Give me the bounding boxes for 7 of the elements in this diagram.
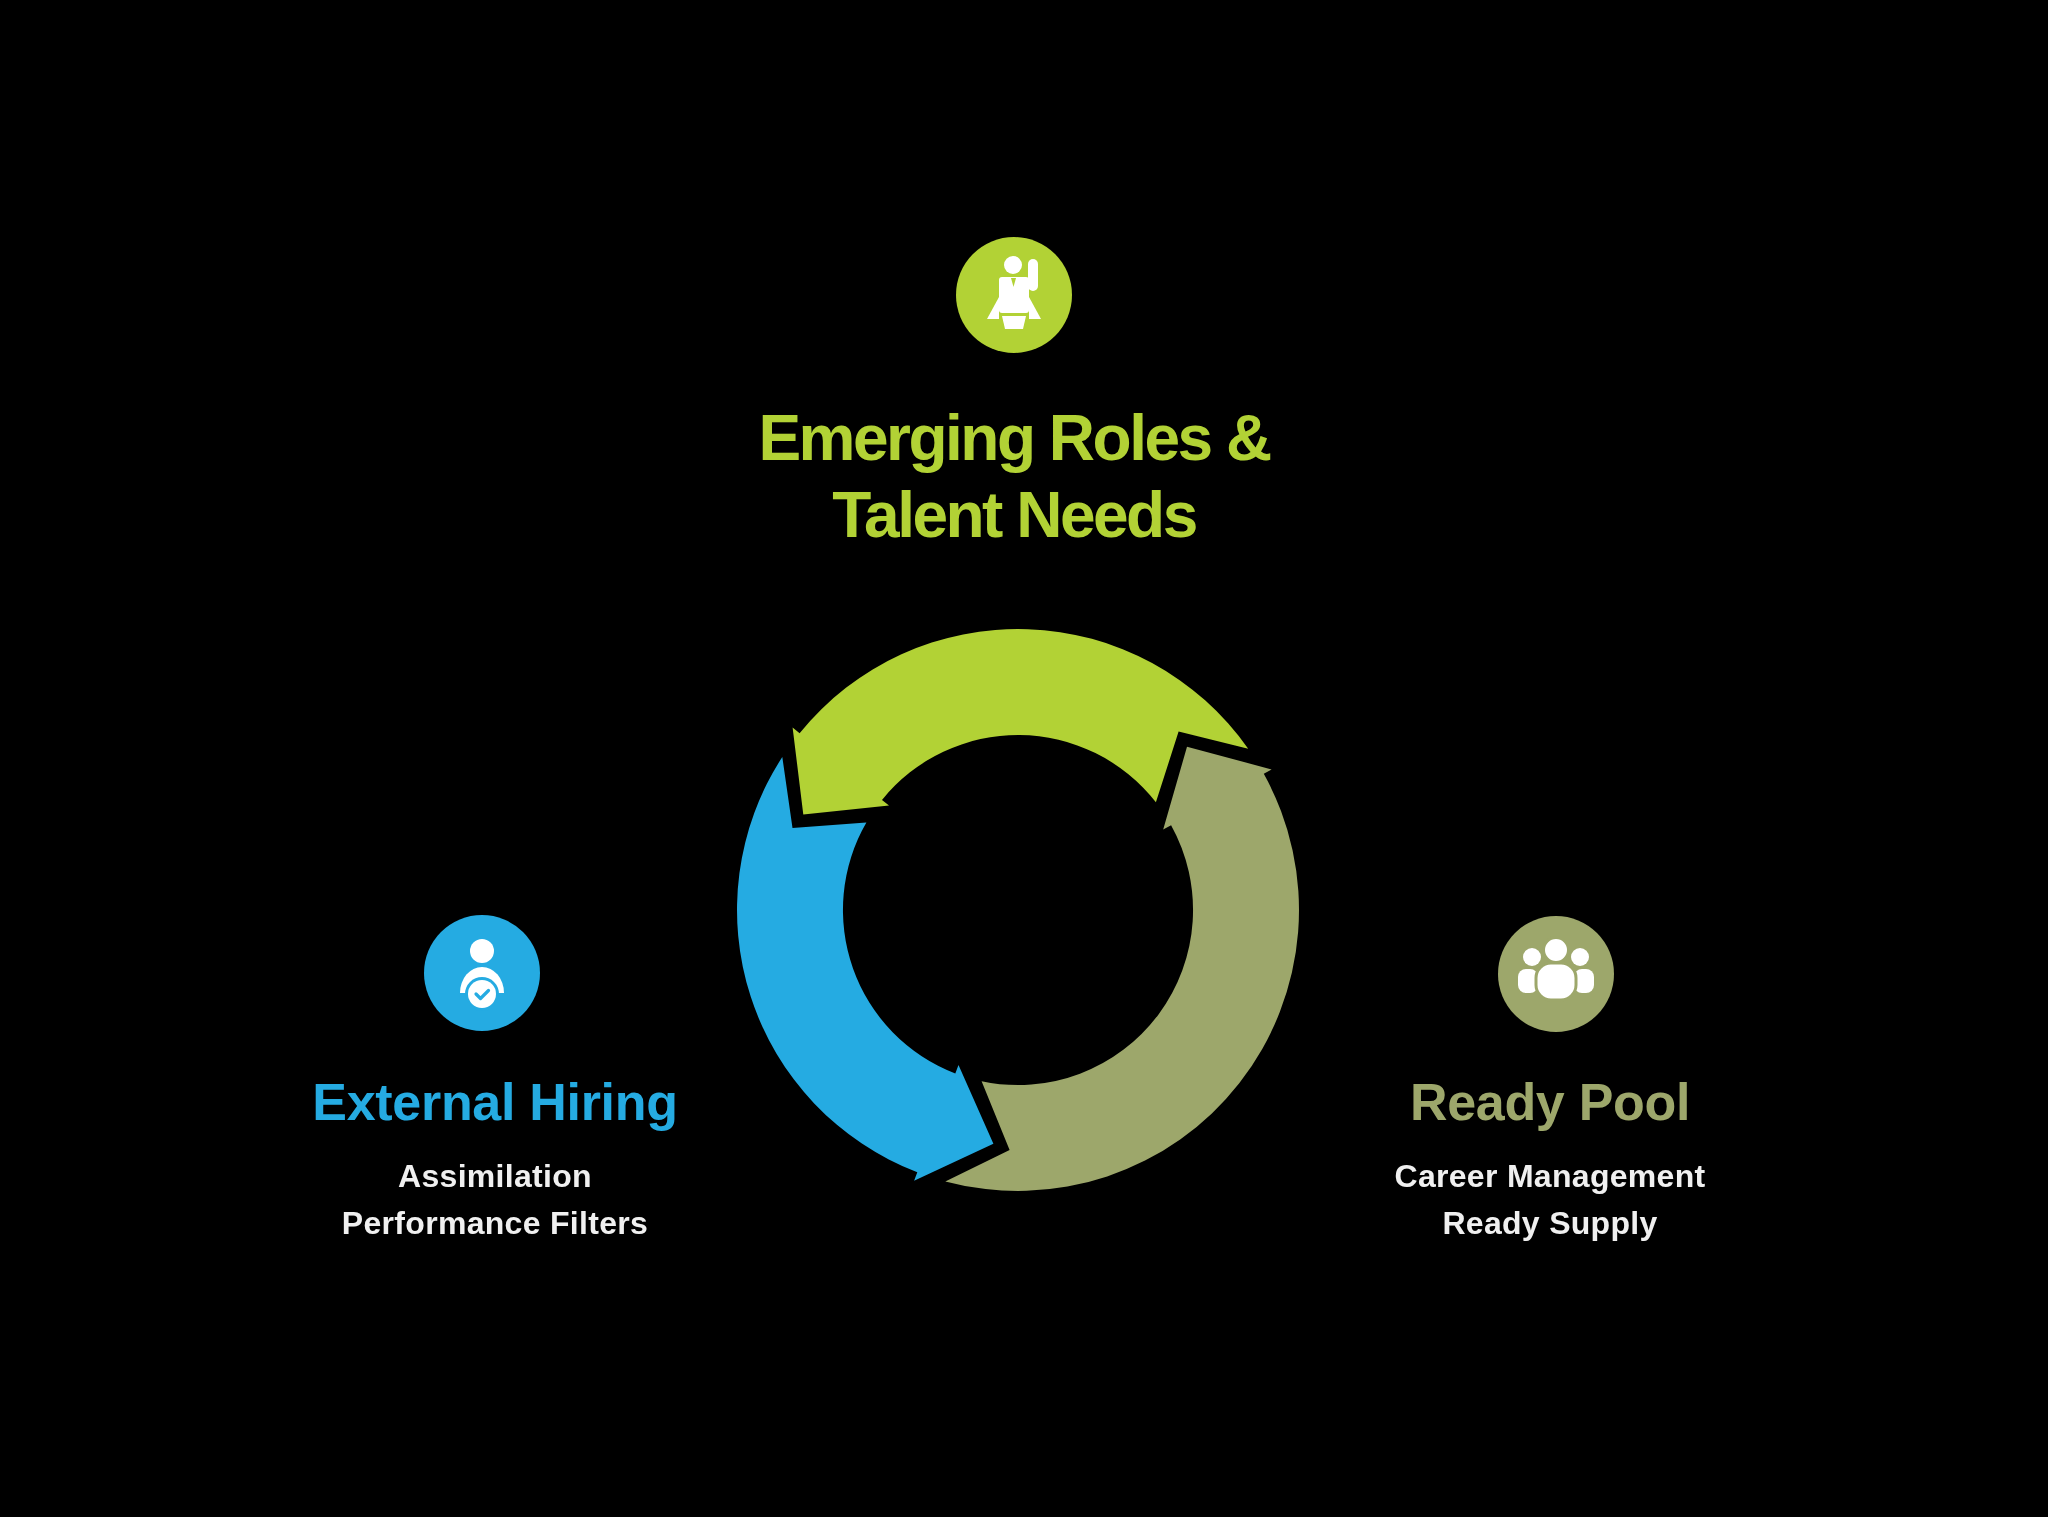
stage-detail-text: Career Management	[1394, 1157, 1706, 1196]
stage-detail-text: Ready Supply	[1442, 1204, 1658, 1243]
stage-heading: Ready Pool	[1409, 1072, 1691, 1132]
stage-heading: Emerging Roles & Talent Needs	[757, 401, 1272, 553]
stage-detail-text: Assimilation	[398, 1157, 592, 1196]
stage-detail-text: Performance Filters	[341, 1204, 649, 1243]
stage-heading: External Hiring	[312, 1072, 678, 1132]
